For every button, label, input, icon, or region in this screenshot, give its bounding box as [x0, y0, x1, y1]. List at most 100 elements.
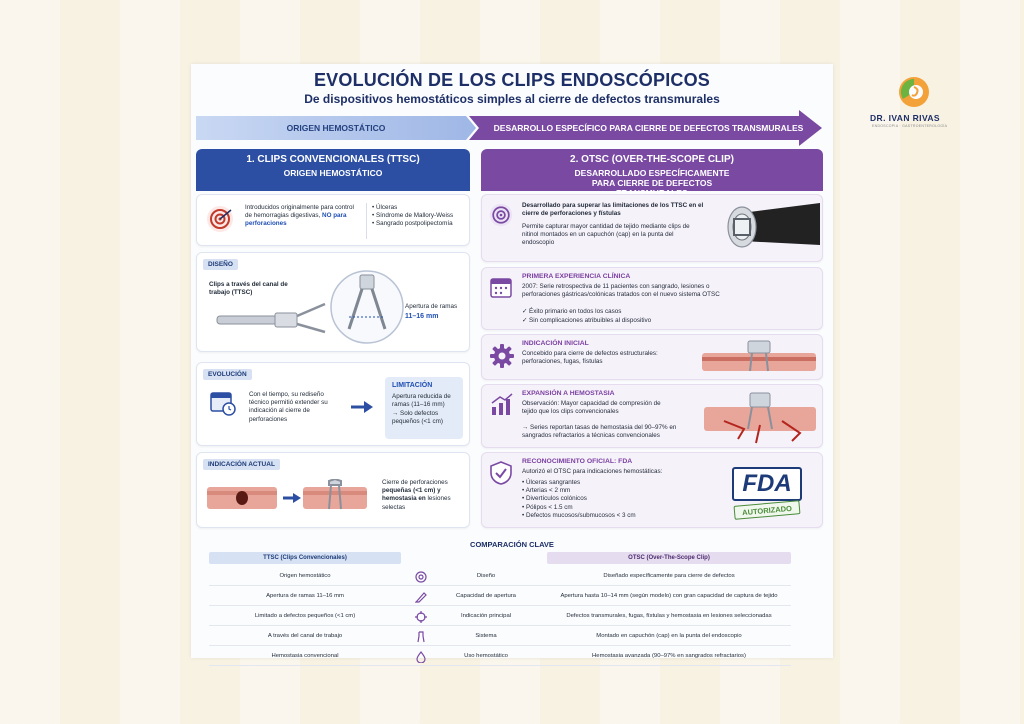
list-item: • Úlceras sangrantes — [522, 479, 581, 486]
bleeding-clip-illustration — [704, 392, 816, 444]
cell-ttsc: A través del canal de trabajo — [267, 633, 343, 639]
cell-aspect: Uso hemostático — [464, 653, 508, 659]
otsc-heading-subtitle: DESARROLLADO ESPECÍFICAMENTE PARA CIERRE… — [574, 168, 730, 198]
table-row: Limitado a defectos pequeños (<1 cm) Indi… — [209, 607, 791, 626]
ttsc-heading-subtitle: ORIGEN HEMOSTÁTICO — [283, 168, 383, 178]
aperture-text: Apertura de ramas — [405, 303, 458, 310]
hemostasis-text: Observación: Mayor capacidad de compresi… — [522, 400, 661, 416]
fda-text: Autorizó el OTSC para indicaciones hemos… — [522, 468, 663, 475]
page-subtitle: De dispositivos hemostáticos simples al … — [304, 92, 720, 106]
shield-check-icon — [490, 461, 512, 485]
ttsc-intro: Introducidos originalmente para control … — [245, 204, 354, 220]
comparison-header-ttsc: TTSC (Clips Convencionales) — [209, 552, 401, 564]
arrow-right-icon — [351, 401, 373, 413]
target-icon — [489, 203, 513, 227]
logo-mark-icon — [899, 77, 929, 107]
otsc-endoscope-illustration — [727, 203, 820, 248]
growth-chart-icon — [491, 393, 513, 415]
indication-title: INDICACIÓN INICIAL — [522, 340, 589, 347]
ttsc-intro-card: Introducidos originalmente para control … — [196, 194, 470, 246]
ttsc-clip-illustration — [216, 302, 326, 334]
table-row: A través del canal de trabajo Sistema Mont… — [209, 627, 791, 646]
perforation-closure-illustration — [207, 479, 367, 510]
cell-otsc: Montado en capuchón (cap) en la punta de… — [596, 633, 742, 639]
hemostasis-title: EXPANSIÓN A HEMOSTASIA — [522, 390, 615, 397]
cell-otsc: Defectos transmurales, fugas, fístulas y… — [566, 613, 772, 619]
gear-icon — [490, 344, 514, 368]
list-item: • Defectos mucosos/submucosos < 3 cm — [522, 511, 636, 519]
aperture-magnifier-icon — [330, 270, 404, 344]
fda-items-list: • Úlceras sangrantes • Arterias < 2 mm •… — [522, 479, 692, 520]
experience-check-2: ✓ Sin complicaciones atribuibles al disp… — [522, 317, 652, 324]
limitation-text2: → Solo defectos pequeños (<1 cm) — [392, 410, 443, 426]
timeline-right-arrow: DESARROLLO ESPECÍFICO PARA CIERRE DE DEF… — [469, 110, 822, 146]
otsc-intro-card: Desarrollado para superar las limitacion… — [481, 194, 823, 262]
tissue-clip-illustration — [702, 340, 816, 372]
otsc-heading: 2. OTSC (OVER-THE-SCOPE CLIP) DESARROLLA… — [481, 149, 823, 198]
list-item: • Úlceras — [372, 204, 398, 211]
otsc-indication-card: INDICACIÓN INICIAL Concebido para cierre… — [481, 334, 823, 380]
ttsc-heading-title: 1. CLIPS CONVENCIONALES (TTSC) — [246, 154, 420, 165]
infographic-poster: EVOLUCIÓN DE LOS CLIPS ENDOSCÓPICOS De d… — [191, 64, 833, 666]
pencil-icon — [415, 592, 427, 603]
comparison-title: COMPARACIÓN CLAVE — [470, 540, 554, 549]
cell-aspect: Capacidad de apertura — [456, 593, 516, 599]
otsc-intro-bold: Desarrollado para superar las limitacion… — [522, 202, 704, 218]
cell-ttsc: Origen hemostático — [279, 573, 331, 579]
ttsc-design-card: DISEÑO Clips a través del canal de traba… — [196, 252, 470, 352]
timeline-right-label: DESARROLLO ESPECÍFICO PARA CIERRE DE DEF… — [493, 123, 804, 133]
experience-title: PRIMERA EXPERIENCIA CLÍNICA — [522, 273, 631, 280]
cell-otsc: Diseñado específicamente para cierre de … — [603, 573, 735, 579]
list-item: • Pólipos < 1.5 cm — [522, 503, 573, 511]
cell-aspect: Sistema — [475, 633, 497, 639]
comparison-header-otsc: OTSC (Over-The-Scope Clip) — [547, 552, 791, 564]
divider — [366, 203, 367, 239]
indication-text: Concebido para cierre de defectos estruc… — [522, 350, 658, 366]
list-item: • Sangrado postpolipectomía — [372, 220, 453, 228]
otsc-experience-card: PRIMERA EXPERIENCIA CLÍNICA 2007: Serie … — [481, 267, 823, 330]
cell-ttsc: Apertura de ramas 11–16 mm — [266, 593, 344, 599]
limitation-box: LIMITACIÓN Apertura reducida de ramas (1… — [385, 377, 463, 439]
target-icon — [415, 571, 427, 583]
timeline-left-label: ORIGEN HEMOSTÁTICO — [286, 123, 386, 133]
fda-logo: FDA — [732, 467, 802, 501]
ttsc-intro-not: NO para perforaciones — [245, 212, 347, 228]
evolution-label: EVOLUCIÓN — [203, 369, 252, 380]
hemostasis-text2: → Series reportan tasas de hemostasia de… — [522, 424, 677, 440]
current-text-bold: pequeñas (<1 cm) y hemostasia en — [382, 487, 441, 503]
ttsc-uses-list: • Úlceras • Síndrome de Mallory-Weiss • … — [372, 204, 467, 229]
table-row: Apertura de ramas 11–16 mm Capacidad de a… — [209, 587, 791, 606]
logo-tagline: ENDOSCOPIA · GASTROENTEROLOGÍA — [872, 124, 948, 128]
fda-stamp: AUTORIZADO — [733, 500, 801, 520]
otsc-fda-card: RECONOCIMIENTO OFICIAL: FDA Autorizó el … — [481, 452, 823, 528]
calendar-clock-icon — [210, 392, 236, 416]
design-label: DISEÑO — [203, 259, 238, 270]
aperture-value: 11–16 mm — [405, 313, 439, 320]
cell-otsc: Apertura hasta 10–14 mm (según modelo) c… — [560, 593, 778, 599]
cell-aspect: Indicación principal — [460, 613, 512, 619]
current-text: Cierre de perforaciones — [382, 479, 448, 486]
timeline-left-arrow: ORIGEN HEMOSTÁTICO — [196, 116, 476, 140]
ttsc-heading: 1. CLIPS CONVENCIONALES (TTSC) ORIGEN HE… — [196, 149, 470, 191]
cell-ttsc: Limitado a defectos pequeños (<1 cm) — [254, 613, 356, 619]
drop-icon — [416, 651, 426, 663]
table-row: Hemostasia convencional Uso hemostático He… — [209, 647, 791, 666]
limitation-text: Apertura reducida de ramas (11–16 mm) — [392, 393, 451, 409]
evolution-text: Con el tiempo, su rediseño técnico permi… — [249, 391, 328, 423]
experience-check-1: ✓ Éxito primario en todos los casos — [522, 308, 622, 315]
ttsc-current-card: INDICACIÓN ACTUAL Cierre de perforacione… — [196, 452, 470, 528]
calendar-icon — [490, 278, 512, 298]
logo-name: DR. IVAN RIVAS — [870, 113, 940, 123]
list-item: • Divertículos colónicos — [522, 495, 587, 503]
cell-ttsc: Hemostasia convencional — [271, 653, 339, 659]
ttsc-intro-text: Introducidos originalmente para control … — [245, 204, 361, 229]
list-item: • Síndrome de Mallory-Weiss — [372, 212, 454, 220]
otsc-intro-text: Permite capturar mayor cantidad de tejid… — [522, 223, 690, 247]
page-title: EVOLUCIÓN DE LOS CLIPS ENDOSCÓPICOS — [313, 70, 711, 90]
cell-otsc: Hemostasia avanzada (90–97% en sangrados… — [592, 653, 746, 659]
current-text-end: lesiones selectas — [382, 495, 451, 511]
target-icon — [207, 206, 233, 232]
ttsc-evolution-card: EVOLUCIÓN Con el tiempo, su rediseño téc… — [196, 362, 470, 446]
crosshair-icon — [415, 611, 427, 623]
